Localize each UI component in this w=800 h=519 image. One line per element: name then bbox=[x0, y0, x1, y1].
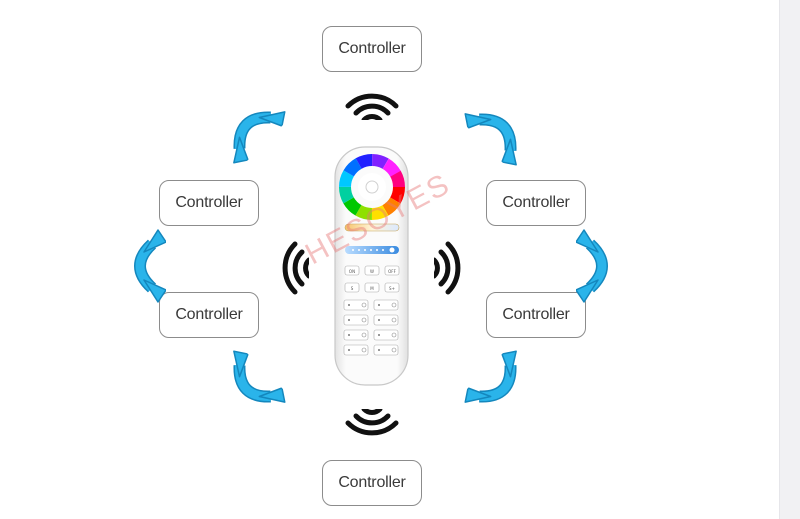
controller-label: Controller bbox=[502, 306, 570, 323]
controller-label: Controller bbox=[338, 474, 406, 491]
side-scroll-strip bbox=[779, 0, 800, 519]
diagram-graphics: ON W OFF S M S+ bbox=[0, 0, 779, 519]
double-arrow-icon-upper-right bbox=[460, 101, 529, 170]
wifi-signal-icon-bottom bbox=[348, 397, 396, 433]
double-arrow-icon-left bbox=[140, 230, 166, 302]
double-arrow-icon-right bbox=[576, 230, 602, 302]
wifi-signal-icon-right bbox=[422, 244, 458, 292]
remote-key-label: S+ bbox=[389, 286, 395, 291]
color-temperature-slider bbox=[344, 223, 400, 232]
remote-key-row-2: S M S+ bbox=[344, 282, 400, 293]
remote-zone-keys bbox=[343, 299, 399, 356]
controller-box-upper-left: Controller bbox=[159, 180, 259, 226]
controller-label: Controller bbox=[175, 194, 243, 211]
color-wheel-icon bbox=[339, 154, 405, 220]
controller-label: Controller bbox=[175, 306, 243, 323]
remote-control: ON W OFF S M S+ bbox=[334, 146, 409, 386]
remote-key-label: ON bbox=[349, 269, 355, 274]
remote-key-label: M bbox=[370, 286, 374, 291]
remote-key-label: OFF bbox=[388, 269, 396, 274]
controller-box-top: Controller bbox=[322, 26, 422, 72]
controller-box-lower-left: Controller bbox=[159, 292, 259, 338]
controller-label: Controller bbox=[338, 40, 406, 57]
double-arrow-icon-lower-right bbox=[460, 346, 529, 415]
remote-key-row-1: ON W OFF bbox=[344, 265, 400, 276]
double-arrow-icon-lower-left bbox=[221, 346, 290, 415]
controller-label: Controller bbox=[502, 194, 570, 211]
controller-box-lower-right: Controller bbox=[486, 292, 586, 338]
remote-key-label: S bbox=[351, 286, 354, 291]
controller-box-bottom: Controller bbox=[322, 460, 422, 506]
remote-key-label: W bbox=[370, 269, 374, 274]
double-arrow-icon-upper-left bbox=[221, 99, 290, 168]
wifi-signal-icon-top bbox=[348, 96, 396, 132]
wifi-signal-icon-left bbox=[285, 244, 321, 292]
controller-box-upper-right: Controller bbox=[486, 180, 586, 226]
